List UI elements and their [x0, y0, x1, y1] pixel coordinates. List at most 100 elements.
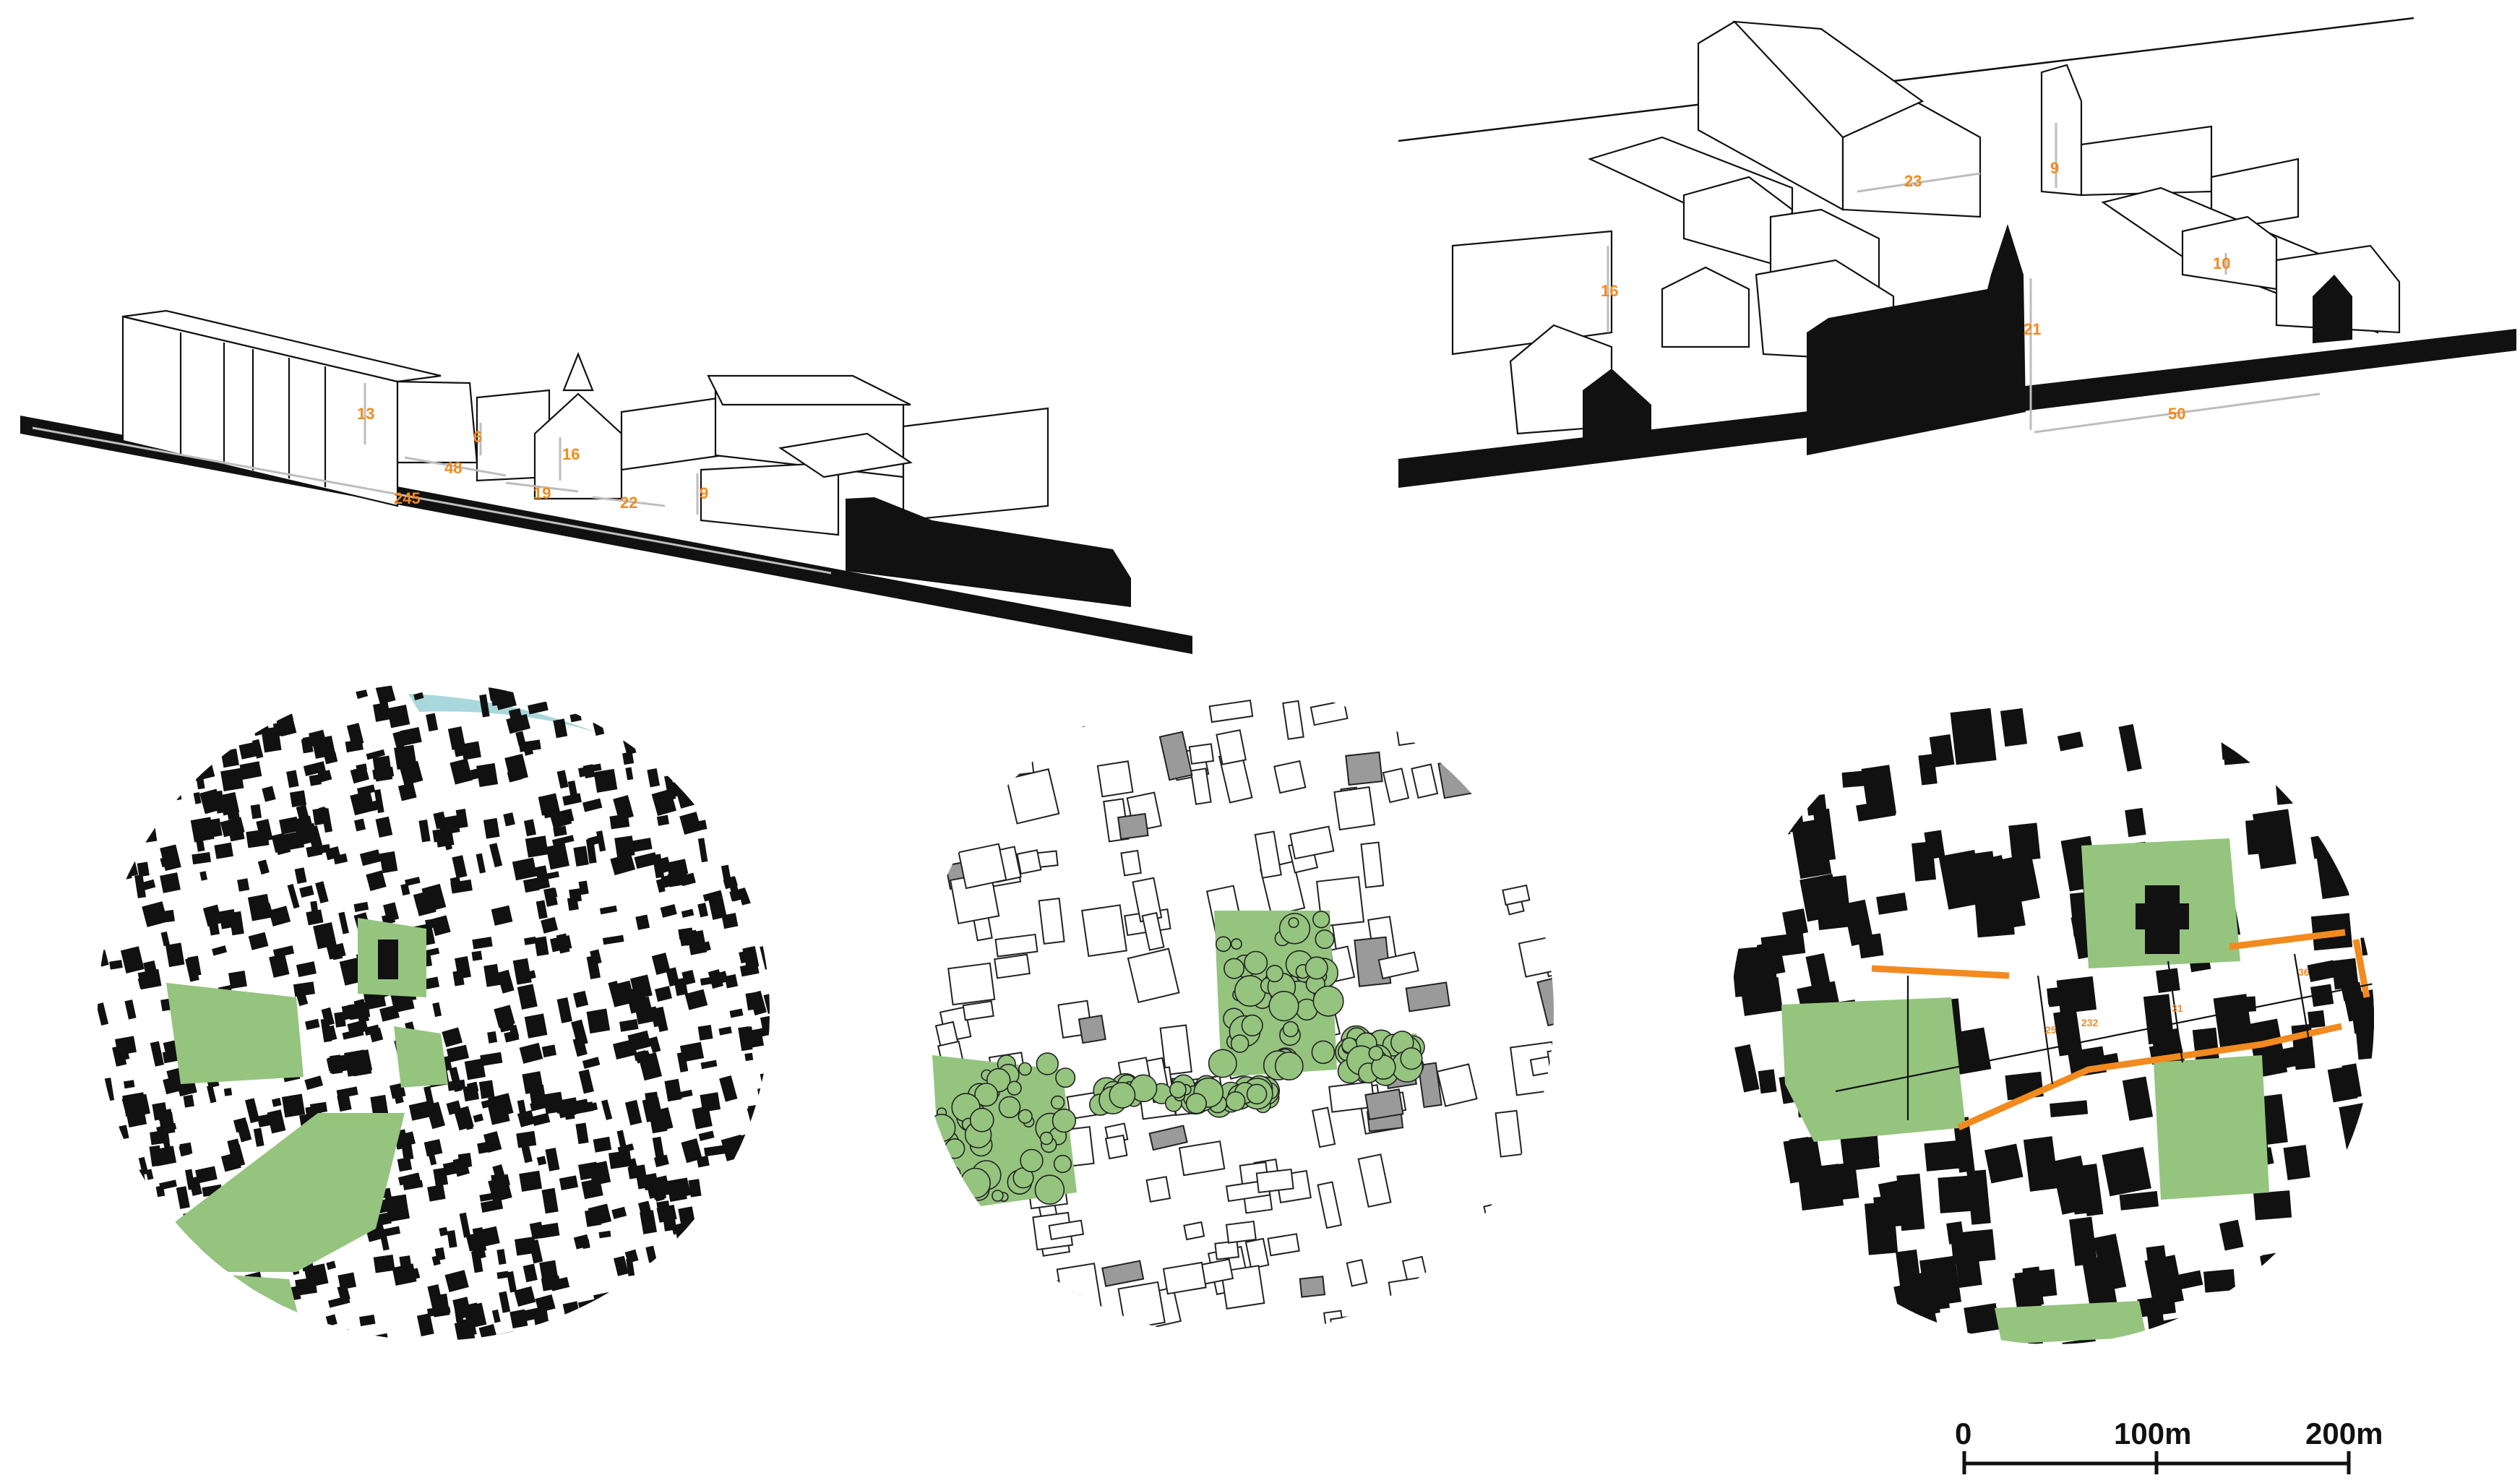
building-footprint — [760, 1015, 770, 1034]
building-footprint — [708, 723, 724, 734]
building-footprint — [2062, 1338, 2101, 1344]
building-footprint — [1929, 734, 1955, 768]
building-footprint — [635, 689, 646, 705]
dim-label: 16 — [1601, 282, 1618, 300]
building-footprint — [2219, 1219, 2244, 1251]
building-footprint — [749, 1258, 770, 1275]
building-footprint — [994, 933, 1038, 958]
building-footprint — [220, 817, 245, 838]
building-footprint — [553, 825, 567, 837]
building-footprint — [182, 1255, 202, 1276]
building-footprint — [768, 1161, 770, 1171]
building-footprint — [315, 881, 329, 904]
building-footprint — [1096, 760, 1134, 798]
building-footprint — [734, 739, 747, 757]
tree-canopy — [1241, 1014, 1263, 1036]
building-footprint — [470, 765, 492, 780]
building-footprint — [156, 683, 179, 695]
building-footprint — [350, 791, 375, 816]
building-footprint — [317, 770, 332, 783]
building-footprint — [1502, 884, 1531, 906]
building-footprint — [318, 807, 329, 824]
building-footprint — [296, 961, 317, 978]
building-footprint — [534, 936, 549, 956]
building-footprint — [1043, 1305, 1070, 1331]
building-footprint — [1918, 754, 1938, 786]
building-footprint — [540, 871, 559, 881]
building-footprint — [294, 867, 307, 884]
green-space — [188, 1272, 304, 1337]
building-footprint — [1117, 812, 1149, 841]
building-footprint — [630, 715, 645, 731]
building-footprint — [538, 1318, 561, 1341]
building-footprint — [2310, 984, 2334, 1007]
building-footprint — [546, 843, 570, 870]
building-footprint — [220, 1152, 241, 1172]
tree-canopy — [1312, 985, 1344, 1017]
building-footprint — [672, 779, 692, 797]
building-footprint — [1120, 849, 1142, 877]
plan-open-space — [918, 687, 1554, 1337]
building-footprint — [199, 871, 208, 881]
building-footprint — [374, 683, 396, 705]
building-footprint — [220, 1294, 233, 1319]
building-footprint — [2317, 796, 2354, 818]
building-footprint — [384, 1194, 409, 1218]
building-footprint — [392, 1263, 417, 1286]
building-footprint — [760, 943, 770, 970]
building-footprint — [1946, 1221, 1965, 1245]
building-footprint — [992, 1291, 1023, 1337]
building-footprint — [1919, 1255, 1961, 1307]
building-footprint — [286, 770, 299, 788]
building-footprint — [483, 817, 500, 839]
building-footprint — [2283, 1145, 2310, 1180]
building-footprint — [487, 1031, 498, 1044]
building-footprint — [925, 713, 961, 757]
plan-frontage-analysis: 25 232 31 36 — [1731, 694, 2374, 1344]
building-footprint — [2163, 1316, 2195, 1344]
building-footprint — [649, 683, 666, 688]
building-footprint — [1225, 1220, 1257, 1244]
building-footprint — [765, 1121, 770, 1145]
building-footprint — [598, 1230, 611, 1239]
building-footprint — [295, 822, 319, 846]
building-footprint — [517, 984, 538, 1010]
building-footprint — [723, 1290, 740, 1315]
dim-label: 10 — [2213, 254, 2230, 272]
building-footprint — [710, 1264, 730, 1276]
building-footprint — [519, 1170, 543, 1192]
building-footprint — [400, 883, 410, 896]
building-footprint — [539, 1260, 559, 1282]
building-footprint — [2056, 976, 2097, 1014]
building-footprint — [426, 1101, 446, 1130]
building-footprint — [986, 752, 1008, 771]
building-footprint — [202, 904, 223, 927]
building-footprint — [572, 1036, 588, 1057]
building-footprint — [562, 1301, 580, 1317]
building-footprint — [1409, 1297, 1442, 1331]
building-footprint — [751, 839, 770, 856]
building-footprint — [366, 1333, 391, 1341]
building-footprint — [106, 683, 121, 706]
building-footprint — [359, 849, 382, 867]
building-footprint — [459, 1212, 471, 1238]
tree-canopy — [927, 1114, 956, 1143]
building-footprint — [119, 855, 139, 878]
building-footprint — [627, 1158, 637, 1169]
building-footprint — [464, 1058, 486, 1080]
building-footprint — [142, 901, 168, 927]
building-footprint — [509, 1024, 520, 1039]
building-footprint — [449, 1067, 463, 1093]
building-footprint — [1405, 981, 1450, 1013]
building-footprint — [773, 1223, 782, 1235]
building-footprint — [250, 1310, 262, 1323]
building-footprint — [434, 1247, 446, 1261]
building-footprint — [413, 890, 434, 909]
building-footprint — [702, 1336, 728, 1341]
building-footprint — [524, 936, 537, 945]
building-footprint — [681, 1248, 705, 1265]
building-footprint — [1382, 768, 1410, 804]
building-footprint — [1523, 848, 1554, 869]
building-footprint — [478, 1323, 499, 1341]
building-footprint — [509, 1309, 528, 1329]
